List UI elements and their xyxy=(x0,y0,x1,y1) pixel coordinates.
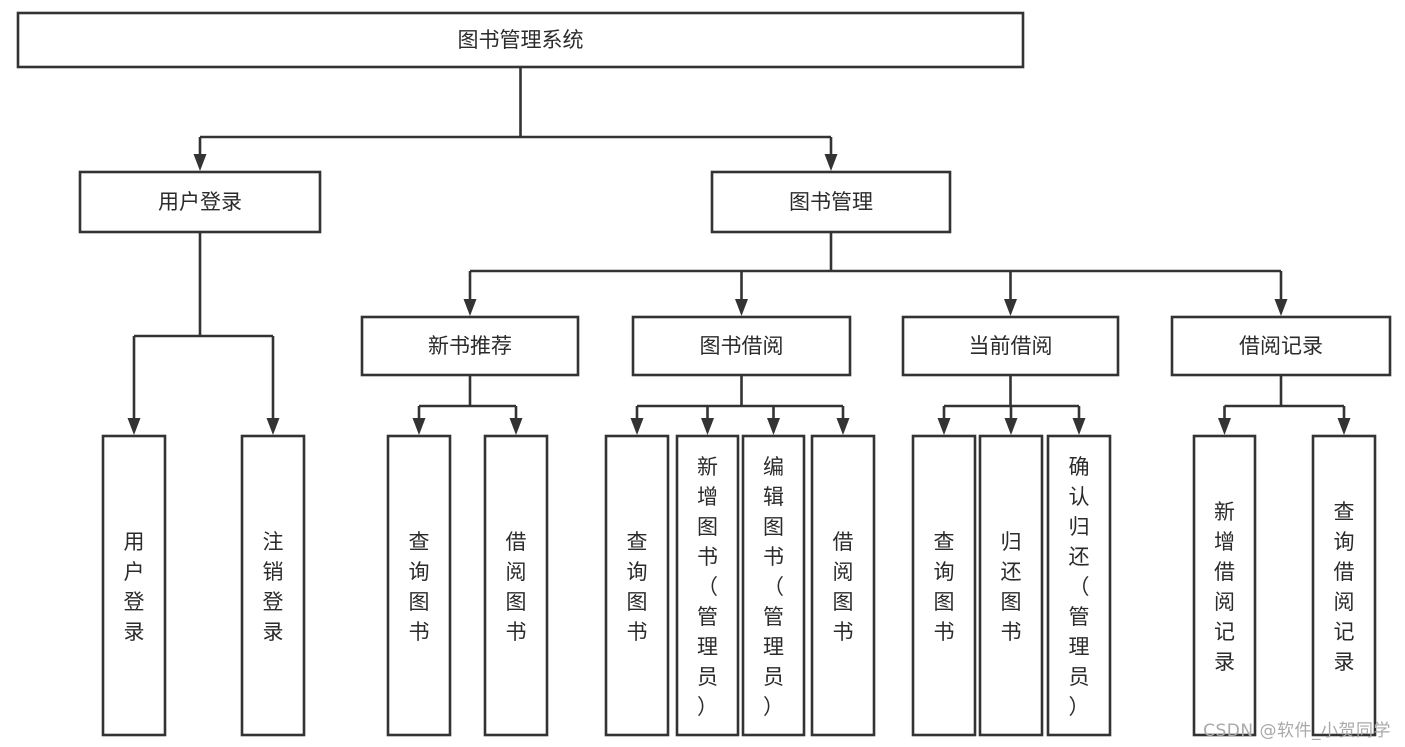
arrow-head-icon xyxy=(701,418,714,435)
arrow-head-icon xyxy=(767,418,780,435)
node-book-manage[interactable]: 图书管理 xyxy=(710,170,952,234)
node-box[interactable] xyxy=(1192,434,1257,737)
node-leaf-edit-book[interactable]: 编辑图书（管理员） xyxy=(741,434,806,737)
arrow-head-icon xyxy=(937,418,951,435)
node-label: 查询借阅记录 xyxy=(1334,500,1355,674)
node-box[interactable] xyxy=(978,434,1044,737)
node-label: 用户登录 xyxy=(124,530,145,644)
node-borrow-record[interactable]: 借阅记录 xyxy=(1170,315,1392,377)
arrow-head-icon xyxy=(509,418,523,435)
arrow-head-icon xyxy=(824,154,838,171)
arrow-head-icon xyxy=(1004,299,1017,316)
node-label: 注销登录 xyxy=(263,530,284,644)
node-new-book-rec[interactable]: 新书推荐 xyxy=(360,315,580,377)
node-box[interactable] xyxy=(1046,434,1112,737)
node-user-login[interactable]: 用户登录 xyxy=(78,170,322,234)
arrow-head-icon xyxy=(735,299,748,316)
node-label: 查询图书 xyxy=(627,530,648,644)
node-leaf-query-book-1[interactable]: 查询图书 xyxy=(386,434,452,737)
node-leaf-logout[interactable]: 注销登录 xyxy=(240,434,306,737)
node-box[interactable] xyxy=(101,434,167,737)
node-leaf-borrow-book-2[interactable]: 借阅图书 xyxy=(810,434,876,737)
node-box[interactable] xyxy=(1170,315,1392,377)
node-current-borrow[interactable]: 当前借阅 xyxy=(901,315,1120,377)
node-label: 借阅图书 xyxy=(833,530,854,644)
node-box[interactable] xyxy=(901,315,1120,377)
node-label: 借阅图书 xyxy=(506,530,527,644)
node-leaf-query-book-3[interactable]: 查询图书 xyxy=(911,434,977,737)
arrow-head-icon xyxy=(266,418,280,435)
node-label: 确认归还（管理员） xyxy=(1069,455,1090,719)
arrow-head-icon xyxy=(630,418,644,435)
node-leaf-user-login[interactable]: 用户登录 xyxy=(101,434,167,737)
connector-group-borrow-record xyxy=(1218,375,1351,435)
connector-layer xyxy=(127,67,1351,435)
node-box[interactable] xyxy=(483,434,549,737)
node-label: 当前借阅 xyxy=(969,334,1053,358)
node-box[interactable] xyxy=(675,434,740,737)
arrow-head-icon xyxy=(1218,418,1231,435)
node-box[interactable] xyxy=(1311,434,1377,737)
connector-group-current-borrow xyxy=(937,375,1086,435)
arrow-head-icon xyxy=(412,418,426,435)
node-box[interactable] xyxy=(710,170,952,234)
node-label: 编辑图书（管理员） xyxy=(763,455,784,719)
node-label: 新增图书（管理员） xyxy=(697,455,718,719)
arrow-head-icon xyxy=(1072,418,1086,435)
node-box[interactable] xyxy=(741,434,806,737)
node-root[interactable]: 图书管理系统 xyxy=(16,11,1025,69)
node-label: 图书借阅 xyxy=(700,334,784,358)
connector-group-book-borrow xyxy=(630,375,850,435)
node-label: 图书管理 xyxy=(789,190,873,214)
node-label: 借阅记录 xyxy=(1239,334,1323,358)
node-leaf-borrow-book-1[interactable]: 借阅图书 xyxy=(483,434,549,737)
node-label: 新书推荐 xyxy=(428,334,512,358)
node-label: 查询图书 xyxy=(409,530,430,644)
connector-group-book-manage xyxy=(463,232,1288,316)
arrow-head-icon xyxy=(1337,418,1351,435)
arrow-head-icon xyxy=(836,418,850,435)
connector-group-user-login xyxy=(127,232,280,435)
node-box[interactable] xyxy=(240,434,306,737)
node-leaf-add-book[interactable]: 新增图书（管理员） xyxy=(675,434,740,737)
node-leaf-query-book-2[interactable]: 查询图书 xyxy=(604,434,670,737)
node-leaf-query-record[interactable]: 查询借阅记录 xyxy=(1311,434,1377,737)
arrow-head-icon xyxy=(127,418,141,435)
arrow-head-icon xyxy=(463,299,477,316)
node-label: 图书管理系统 xyxy=(458,28,584,52)
node-book-borrow[interactable]: 图书借阅 xyxy=(631,315,852,377)
node-box[interactable] xyxy=(78,170,322,234)
node-box[interactable] xyxy=(386,434,452,737)
node-label: 新增借阅记录 xyxy=(1214,500,1235,674)
node-box[interactable] xyxy=(360,315,580,377)
arrow-head-icon xyxy=(193,154,207,171)
arrow-head-icon xyxy=(1274,299,1288,316)
node-label: 归还图书 xyxy=(1001,530,1022,644)
node-leaf-add-record[interactable]: 新增借阅记录 xyxy=(1192,434,1257,737)
node-box[interactable] xyxy=(810,434,876,737)
connector-group-root xyxy=(193,67,838,171)
node-box[interactable] xyxy=(631,315,852,377)
node-layer: 图书管理系统用户登录图书管理新书推荐图书借阅当前借阅借阅记录用户登录注销登录查询… xyxy=(16,11,1392,737)
connector-group-new-book-rec xyxy=(412,375,523,435)
node-label: 查询图书 xyxy=(934,530,955,644)
node-label: 用户登录 xyxy=(158,190,242,214)
node-leaf-confirm-return[interactable]: 确认归还（管理员） xyxy=(1046,434,1112,737)
arrow-head-icon xyxy=(1004,418,1018,435)
node-box[interactable] xyxy=(911,434,977,737)
node-box[interactable] xyxy=(16,11,1025,69)
node-box[interactable] xyxy=(604,434,670,737)
node-leaf-return-book[interactable]: 归还图书 xyxy=(978,434,1044,737)
